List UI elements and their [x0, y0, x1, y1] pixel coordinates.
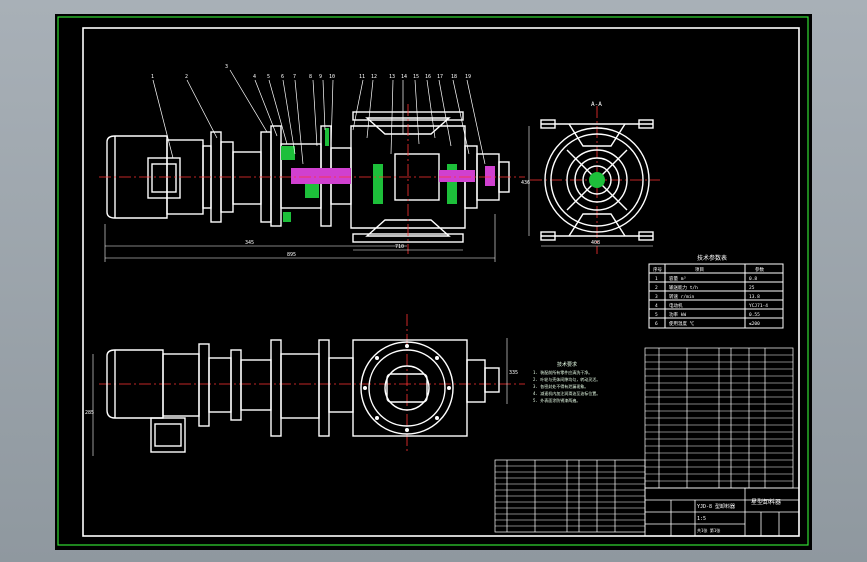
rotor-hub — [589, 172, 605, 188]
tech-notes-title: 技术要求 — [557, 361, 577, 368]
tech-params-cell: 13.8 — [749, 294, 760, 300]
tech-note-line: 5. 外表面涂防锈漆两遍。 — [533, 397, 580, 403]
inner-border — [82, 27, 800, 537]
tech-params-header: 项目 — [695, 267, 704, 273]
parts-list-left-rows — [495, 465, 645, 527]
svg-text:14: 14 — [401, 74, 407, 80]
tech-params-cell: 2 — [655, 285, 658, 291]
tech-note-line: 3. 各密封处不得有泄漏现象。 — [533, 383, 588, 389]
svg-text:11: 11 — [359, 74, 365, 80]
side-dims — [528, 126, 653, 247]
svg-text:7: 7 — [293, 74, 296, 80]
dim-right: 335 — [509, 370, 518, 376]
svg-text:4: 4 — [253, 74, 256, 80]
dim-height: 436 — [521, 180, 530, 186]
title-block-scale: 1:5 — [697, 516, 706, 522]
tech-params-cell: 输送能力 t/h — [669, 284, 698, 291]
tech-params-cell: 功率 kW — [669, 311, 686, 318]
shaft-parts — [291, 166, 495, 186]
tech-params-cell: 转速 r/min — [669, 293, 695, 300]
tech-params-cell: 使用温度 ℃ — [669, 320, 695, 327]
tech-params-cell: 25 — [749, 285, 755, 291]
svg-text:9: 9 — [319, 74, 322, 80]
svg-text:3: 3 — [225, 64, 228, 70]
tech-params-rows: 序号 项目 参数 1 容量 m³ 0.8 2 输送能力 t/h 25 3 转速 r/min 13.8 4… — [653, 266, 768, 327]
svg-text:6: 6 — [281, 74, 284, 80]
svg-text:8: 8 — [309, 74, 312, 80]
tech-note-line: 1. 装配前所有零件应清洗干净。 — [533, 369, 592, 375]
svg-text:1: 1 — [151, 74, 154, 80]
tech-params-header: 参数 — [755, 266, 764, 273]
tech-params-cell: ≤200 — [749, 321, 760, 327]
tech-params-title: 技术参数表 — [697, 254, 727, 262]
dim-bottom: 285 — [85, 410, 94, 416]
tech-params-cell: 4 — [655, 303, 658, 309]
dim-motor: 345 — [245, 240, 254, 246]
title-block-name: 星型卸料器 — [751, 498, 781, 506]
tech-params-cell: 0.8 — [749, 276, 757, 282]
dimension-lines — [104, 214, 496, 262]
top-view — [106, 339, 500, 453]
title-block-sheet: 共1张 第1张 — [697, 527, 720, 533]
tech-params-cell: 6 — [655, 321, 658, 327]
svg-text:2: 2 — [185, 74, 188, 80]
top-dims — [92, 338, 508, 456]
section-hatch — [281, 128, 457, 222]
bolt-holes — [363, 344, 451, 432]
dim-flange: 710 — [395, 244, 404, 250]
tech-params-cell: 电动机 — [669, 302, 683, 309]
svg-text:19: 19 — [465, 74, 471, 80]
outer-border — [57, 16, 809, 546]
tech-params-cell: 1 — [655, 276, 658, 282]
svg-text:13: 13 — [389, 74, 395, 80]
title-block-code: YJD-8 型卸料器 — [697, 503, 735, 510]
tech-params-cell: 0.55 — [749, 312, 760, 318]
tech-note-line: 2. 叶轮与壳体间隙均匀，转动灵活。 — [533, 376, 600, 382]
leader-lines — [152, 69, 486, 165]
tech-params-header: 序号 — [653, 266, 662, 273]
tech-notes-lines: 1. 装配前所有零件应清洗干净。2. 叶轮与壳体间隙均匀，转动灵活。3. 各密封… — [533, 369, 600, 403]
tech-params-cell: 5 — [655, 312, 658, 318]
dim-overall: 895 — [287, 252, 296, 258]
tech-params-cell: 3 — [655, 294, 658, 300]
svg-text:16: 16 — [425, 74, 431, 80]
tech-params-table — [648, 263, 784, 329]
svg-text:5: 5 — [267, 74, 270, 80]
svg-text:10: 10 — [329, 74, 335, 80]
svg-text:17: 17 — [437, 74, 443, 80]
title-block — [644, 487, 800, 537]
tech-params-cell: 容量 m³ — [669, 275, 686, 282]
dim-width: 408 — [591, 240, 600, 246]
svg-text:15: 15 — [413, 74, 419, 80]
section-label: A-A — [591, 101, 602, 108]
svg-text:18: 18 — [451, 74, 457, 80]
svg-text:12: 12 — [371, 74, 377, 80]
tech-params-cell: YCJ71-4 — [749, 303, 768, 309]
parts-list-right-rows — [645, 354, 793, 482]
tech-note-line: 4. 减速机内加注润滑油至油标位置。 — [533, 390, 600, 396]
